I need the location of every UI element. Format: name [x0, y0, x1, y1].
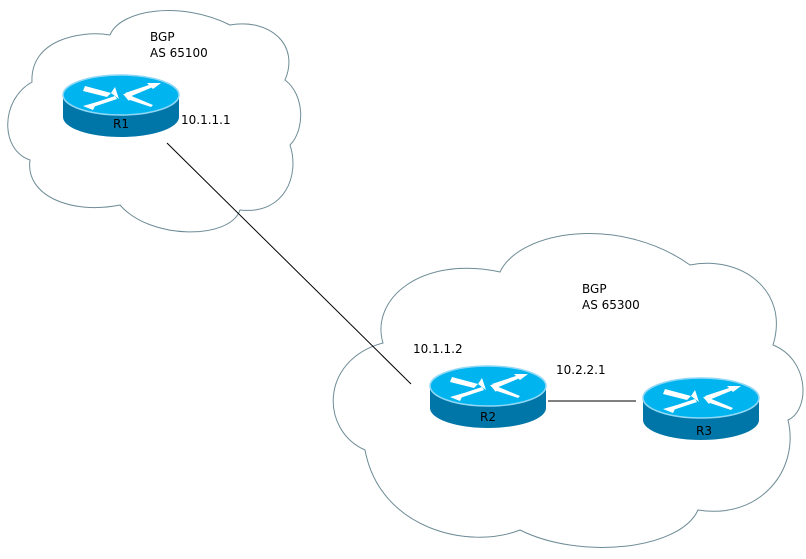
cloud-title-line2: AS 65100 — [150, 46, 208, 60]
cloud-as65300: BGP AS 65300 — [332, 233, 804, 548]
cloud-title-line2: AS 65300 — [582, 298, 640, 312]
ip-label-r1: 10.1.1.1 — [181, 113, 231, 127]
cloud-title-line1: BGP — [582, 282, 607, 296]
ip-label-r2-link1: 10.1.1.2 — [413, 342, 463, 356]
router-r3[interactable]: R3 — [642, 377, 760, 441]
router-label: R1 — [113, 117, 129, 131]
router-label: R3 — [696, 424, 712, 438]
router-label: R2 — [480, 410, 496, 424]
router-r1[interactable]: R1 — [62, 74, 180, 138]
ip-label-r2-link2: 10.2.2.1 — [556, 363, 606, 377]
link-r1-r2 — [166, 142, 412, 385]
router-r2[interactable]: R2 — [429, 365, 547, 429]
cloud-title-line1: BGP — [150, 30, 175, 44]
cloud-outline — [332, 233, 804, 548]
